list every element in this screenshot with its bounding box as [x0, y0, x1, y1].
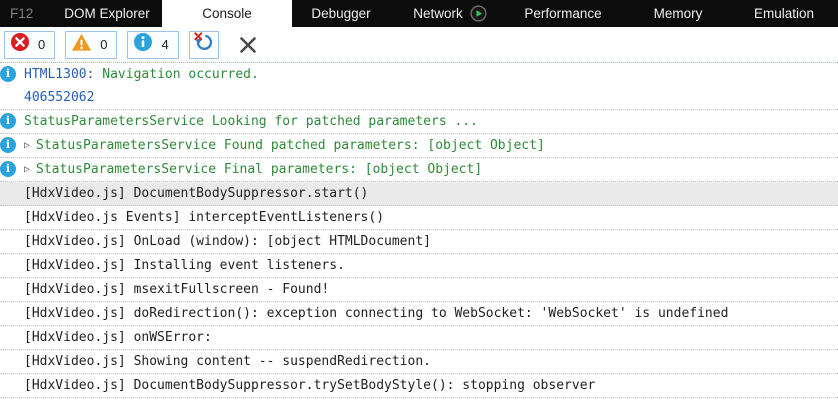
tab-label: DOM Explorer [64, 6, 150, 21]
tab-label: F12 [10, 6, 34, 21]
console-message-line: [HdxVideo.js] Installing event listeners… [0, 254, 838, 277]
message-text: [HdxVideo.js] OnLoad (window): [object H… [24, 234, 431, 249]
message-text: 406552062 [24, 90, 95, 105]
warning-icon [71, 32, 92, 57]
message-text: [HdxVideo.js] msexitFullscreen - Found! [24, 282, 330, 297]
tab-label: Performance [524, 6, 602, 21]
message-text: StatusParametersService Looking for patc… [24, 114, 478, 129]
console-message[interactable]: [HdxVideo.js] Installing event listeners… [0, 254, 838, 278]
info-icon [133, 32, 153, 57]
console-message[interactable]: [HdxVideo.js] doRedirection(): exception… [0, 302, 838, 326]
console-toolbar: 0 0 4 [0, 27, 838, 62]
tab-memory[interactable]: Memory [616, 0, 740, 27]
warning-count: 0 [100, 37, 108, 52]
info-icon: i [0, 66, 16, 82]
clear-on-navigate-button[interactable] [188, 30, 219, 59]
info-count: 4 [161, 37, 169, 52]
close-icon [239, 36, 256, 53]
console-message[interactable]: [HdxVideo.js] Showing content -- suspend… [0, 350, 838, 374]
console-message[interactable]: [HdxVideo.js Events] interceptEventListe… [0, 206, 838, 230]
tab-label: Network [413, 6, 463, 21]
console-message[interactable]: i StatusParametersService Looking for pat… [0, 110, 838, 134]
message-text: [HdxVideo.js] Installing event listeners… [24, 258, 345, 273]
filter-info-button[interactable]: 4 [127, 30, 179, 59]
console-message-line: [HdxVideo.js] doRedirection(): exception… [0, 302, 838, 325]
console-message-line: HTML1300: Navigation occurred. [0, 63, 838, 86]
tab-label: Emulation [753, 6, 815, 21]
console-message-line: ▷ StatusParametersService Final parameter… [0, 158, 838, 181]
console-message-line: [HdxVideo.js] DocumentBodySuppressor.sta… [0, 182, 838, 205]
message-text: [HdxVideo.js Events] interceptEventListe… [24, 210, 385, 225]
console-message-line: [HdxVideo.js] Showing content -- suspend… [0, 350, 838, 373]
filter-errors-button[interactable]: 0 [4, 30, 56, 59]
console-message-line: StatusParametersService Looking for patc… [0, 110, 838, 133]
console-message[interactable]: [HdxVideo.js] DocumentBodySuppressor.sta… [0, 182, 838, 206]
message-text: [HdxVideo.js] onWSError: [24, 330, 212, 345]
message-text: HTML1300: [24, 67, 103, 82]
network-play-icon[interactable] [470, 5, 487, 22]
console-message-line: [HdxVideo.js] msexitFullscreen - Found! [0, 278, 838, 301]
tab-performance[interactable]: Performance [510, 0, 616, 27]
console-message[interactable]: [HdxVideo.js] msexitFullscreen - Found! [0, 278, 838, 302]
tab-dom-explorer[interactable]: DOM Explorer [52, 0, 162, 27]
console-message[interactable]: [HdxVideo.js] DocumentBodySuppressor.try… [0, 374, 838, 398]
tab-console[interactable]: Console [162, 0, 292, 27]
filter-warnings-button[interactable]: 0 [65, 30, 118, 59]
console-message-line: [HdxVideo.js] onWSError: [0, 326, 838, 349]
console-message[interactable]: i ▷ StatusParametersService Found patched … [0, 134, 838, 158]
console-message[interactable]: i ▷ StatusParametersService Final paramete… [0, 158, 838, 182]
info-icon: i [0, 161, 16, 177]
console-message-line: [HdxVideo.js Events] interceptEventListe… [0, 206, 838, 229]
tab-debugger[interactable]: Debugger [292, 0, 390, 27]
message-text: StatusParametersService Found patched pa… [36, 138, 545, 153]
console-message-line: 406552062 [0, 86, 838, 109]
tab-network[interactable]: Network [390, 0, 510, 27]
tab-label: Memory [653, 6, 703, 21]
devtools-tab-bar: F12 DOM Explorer Console Debugger Network Per… [0, 0, 838, 27]
console-message-line: [HdxVideo.js] DocumentBodySuppressor.try… [0, 374, 838, 397]
info-icon: i [0, 113, 16, 129]
clear-on-navigate-icon [193, 31, 215, 58]
clear-console-button[interactable] [238, 35, 258, 55]
console-message-line: ▷ StatusParametersService Found patched p… [0, 134, 838, 157]
message-text: [HdxVideo.js] DocumentBodySuppressor.sta… [24, 186, 369, 201]
message-text: Navigation occurred. [102, 67, 259, 82]
expand-arrow-icon[interactable]: ▷ [24, 164, 31, 175]
expand-arrow-icon[interactable]: ▷ [24, 140, 31, 151]
console-message[interactable]: [HdxVideo.js] onWSError: [0, 326, 838, 350]
tab-label: Console [202, 6, 252, 21]
message-text: [HdxVideo.js] DocumentBodySuppressor.try… [24, 378, 596, 393]
tab-label: Debugger [311, 6, 371, 21]
tab-f12[interactable]: F12 [0, 0, 52, 27]
tab-emulation[interactable]: Emulation [740, 0, 828, 27]
message-text: [HdxVideo.js] doRedirection(): exception… [24, 306, 729, 321]
message-text: StatusParametersService Final parameters… [36, 162, 483, 177]
console-message[interactable]: [HdxVideo.js] OnLoad (window): [object H… [0, 230, 838, 254]
console-message-line: [HdxVideo.js] OnLoad (window): [object H… [0, 230, 838, 253]
error-icon [10, 32, 30, 57]
info-icon: i [0, 137, 16, 153]
message-text: [HdxVideo.js] Showing content -- suspend… [24, 354, 431, 369]
error-count: 0 [38, 37, 46, 52]
